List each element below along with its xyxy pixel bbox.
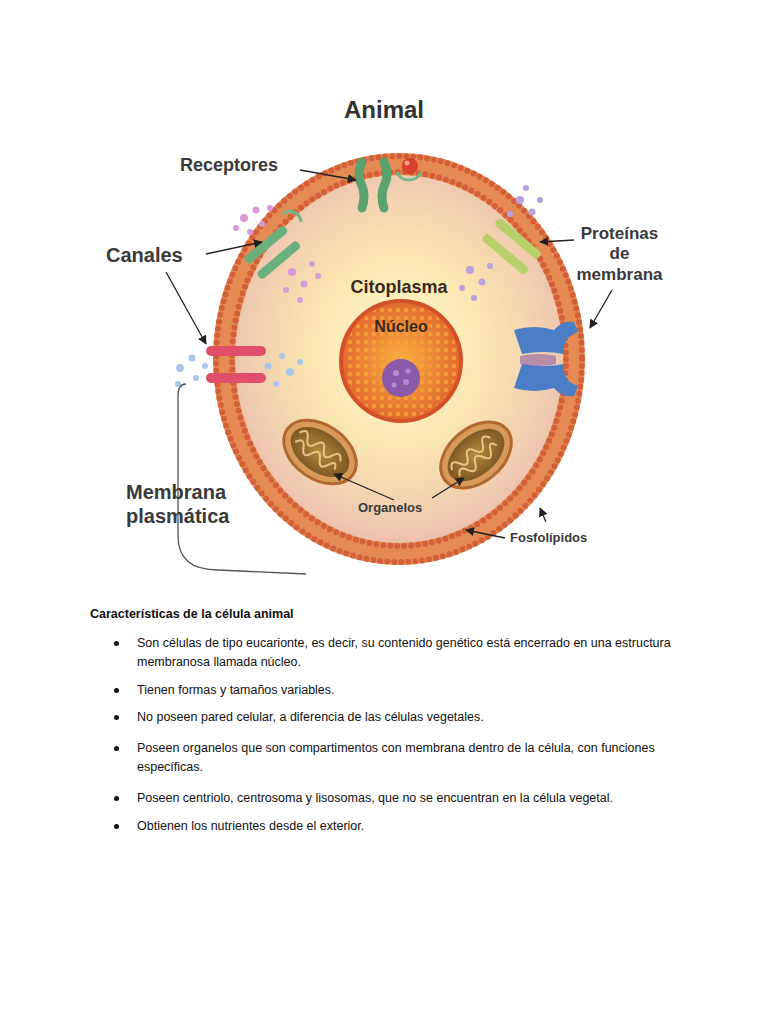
protein-upper (514, 322, 578, 354)
receptor-strand (359, 162, 364, 208)
bullet-item: Son células de tipo eucarionte, es decir… (137, 634, 697, 672)
leader-lines (166, 170, 612, 574)
membrane-protein (514, 322, 578, 397)
part-label: Fosfolípidos (510, 530, 630, 546)
part-label: Receptores (180, 155, 310, 177)
particles (175, 353, 303, 387)
receptor-strand (382, 162, 387, 208)
cristae (291, 429, 343, 474)
mitochondrion-inner (438, 418, 514, 491)
part-label: Organelos (358, 500, 448, 516)
channel-strand (243, 225, 289, 265)
cell-body-label: Citoplasma (213, 277, 585, 298)
bullet-item: No poseen pared celular, a diferencia de… (137, 708, 697, 727)
channel-protein (243, 225, 301, 281)
channel-strand (206, 373, 266, 383)
bullet-marker (114, 824, 119, 829)
bullet-item: Tienen formas y tamaños variables. (137, 681, 697, 700)
leader-line (166, 272, 206, 344)
channel-strand (206, 346, 266, 356)
protein-strand (481, 233, 530, 276)
membrane-protein (481, 217, 543, 275)
bullet-marker (114, 796, 119, 801)
leader-line (206, 242, 262, 254)
leader-line (300, 170, 356, 180)
bullet-marker (114, 746, 119, 751)
ligand (402, 158, 418, 174)
bullet-item: Obtienen los nutrientes desde el exterio… (137, 817, 697, 836)
cristae (449, 434, 500, 481)
ligand-crescent (283, 211, 301, 222)
nucleus: Núcleo (338, 298, 464, 424)
mitochondrion-outer (272, 407, 369, 497)
bullet-marker (114, 688, 119, 693)
mitochondrion (428, 409, 524, 502)
phospholipid-heads (232, 172, 566, 546)
mitochondrion-outer (428, 409, 524, 502)
particles (459, 185, 543, 301)
receptor-protein (359, 158, 421, 208)
page-title: Animal (0, 96, 768, 124)
bullet-marker (114, 641, 119, 646)
section-heading: Características de la célula animal (90, 605, 490, 624)
nucleolus (382, 359, 420, 397)
mitochondrion (272, 407, 369, 497)
bullet-marker (114, 715, 119, 720)
phospholipid-heads (216, 156, 582, 562)
part-label: Canales (106, 243, 216, 267)
leader-line (334, 474, 394, 500)
part-label: Membrana plasmática (126, 480, 276, 528)
ligand-highlight (405, 161, 410, 166)
protein-strand (494, 217, 543, 260)
particles (233, 205, 321, 303)
protein-lower (514, 364, 578, 396)
leader-line (540, 508, 546, 522)
channel-protein (206, 346, 266, 383)
nucleus-label: Núcleo (338, 318, 464, 336)
bullet-item: Poseen centriolo, centrosoma y lisosomas… (137, 789, 697, 808)
channel-strand (256, 240, 302, 280)
bracket (178, 384, 306, 574)
bullet-item: Poseen organelos que son compartimentos … (137, 739, 697, 777)
mitochondrion-inner (281, 417, 358, 488)
leader-line (432, 478, 464, 498)
leader-line (590, 290, 612, 328)
plasma-membrane (224, 164, 574, 554)
nucleus-shape (338, 298, 464, 424)
part-label: Proteínas de membrana (572, 224, 667, 285)
leader-line (466, 530, 505, 538)
ligand-crescent (397, 172, 421, 180)
protein-core (520, 354, 556, 366)
leader-line (540, 240, 574, 242)
